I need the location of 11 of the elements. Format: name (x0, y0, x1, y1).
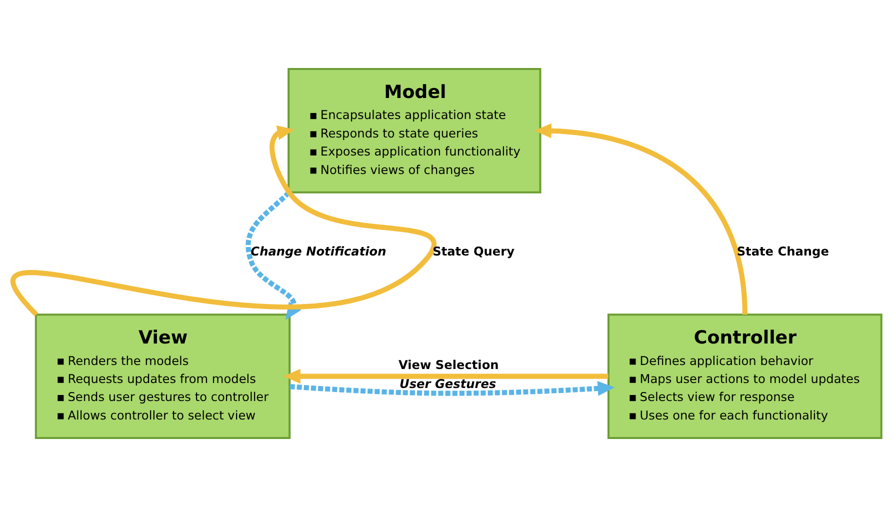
arrow (534, 122, 748, 314)
edge-label: Change Notification (250, 244, 386, 258)
node-box: View Renders the models Requests updates from models Sends user gestures to controller Allows controller to select view (34, 313, 291, 438)
arrow (283, 368, 608, 384)
edge-label: User Gestures (400, 376, 496, 391)
node-box: Model Encapsulates application state Responds to state queries Exposes application functionality Notifies views of changes (288, 68, 542, 193)
arrow (290, 380, 615, 396)
node-box: Controller Defines application behavior Maps user actions to model updates Selects view for response Uses one for each functionality (607, 313, 882, 438)
arrow (12, 124, 436, 316)
edge-label: View Selection (398, 357, 499, 372)
edge-label: State Query (432, 244, 515, 258)
